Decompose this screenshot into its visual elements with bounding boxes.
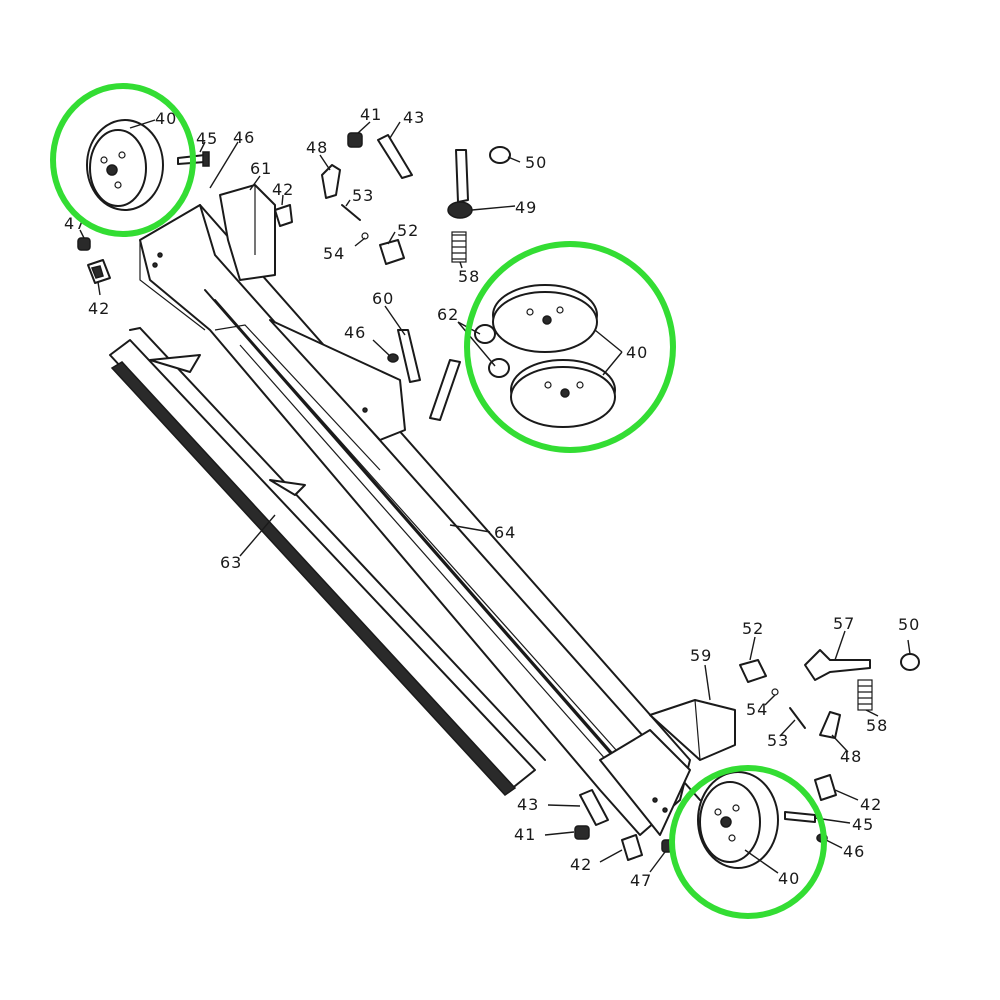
bushing-50-bottom — [900, 653, 920, 671]
callout-42-bottom-left: 42 — [570, 855, 592, 874]
callout-60: 60 — [372, 289, 394, 308]
callout-64: 64 — [494, 523, 516, 542]
callout-47-bottom: 47 — [630, 871, 652, 890]
callout-43-top: 43 — [403, 108, 425, 127]
callout-46-bottom: 46 — [843, 842, 865, 861]
highlight-circles — [50, 83, 827, 919]
callout-63: 63 — [220, 553, 242, 572]
callout-50-top: 50 — [525, 153, 547, 172]
callout-53-top: 53 — [352, 186, 374, 205]
callout-45-bottom: 45 — [852, 815, 874, 834]
nut-41-top — [347, 132, 363, 148]
housing-59 — [649, 699, 736, 761]
bracket-61 — [219, 184, 276, 281]
callout-labels: 40 45 46 47 42 61 42 41 43 48 53 54 52 5… — [64, 105, 920, 890]
nut-47-top — [77, 237, 91, 251]
spring-58-bottom — [857, 679, 873, 711]
pulley-40-middle-upper — [492, 284, 598, 353]
block-42-bottom-right — [814, 774, 837, 801]
callout-49: 49 — [515, 198, 537, 217]
callout-54-bottom: 54 — [746, 700, 768, 719]
callout-45-top: 45 — [196, 129, 218, 148]
main-rail-64 — [139, 204, 701, 836]
highlight-circle-middle-pulleys — [464, 241, 676, 453]
pulley-40-middle-lower — [510, 359, 616, 428]
block-42-bottom-left — [621, 834, 643, 861]
pin-60 — [397, 329, 461, 421]
callout-43-bottom: 43 — [517, 795, 539, 814]
bushing-50-top — [489, 146, 511, 164]
callout-54-top: 54 — [323, 244, 345, 263]
callout-58-top: 58 — [458, 267, 480, 286]
arm-49 — [447, 149, 473, 219]
plate-43-top — [377, 134, 413, 179]
screw-53-top — [341, 204, 361, 221]
nut-41-bottom — [574, 825, 590, 840]
callout-40-middle: 40 — [626, 343, 648, 362]
block-52-bottom — [739, 659, 767, 683]
callout-48-bottom: 48 — [840, 747, 862, 766]
block-42-left — [87, 259, 111, 284]
callout-42-top-right: 42 — [272, 180, 294, 199]
callout-53-bottom: 53 — [767, 731, 789, 750]
screw-53-bottom — [789, 707, 806, 729]
lever-48-bottom — [819, 711, 841, 739]
callout-41-top: 41 — [360, 105, 382, 124]
callout-42-bottom-right: 42 — [860, 795, 882, 814]
shaft-45-bottom — [784, 811, 816, 823]
highlight-circle-top-left-pulley — [50, 83, 196, 237]
block-52-top — [379, 239, 405, 265]
spacer-62 — [474, 324, 510, 378]
lever-48-top — [321, 164, 341, 199]
callout-57: 57 — [833, 614, 855, 633]
callout-59: 59 — [690, 646, 712, 665]
callout-48-top: 48 — [306, 138, 328, 157]
pin-46-middle — [387, 353, 399, 363]
callout-40-bottom-right: 40 — [778, 869, 800, 888]
callout-58-bottom: 58 — [866, 716, 888, 735]
callout-40-top-left: 40 — [155, 109, 177, 128]
guide-rail-63 — [109, 326, 546, 796]
callout-46-middle: 46 — [344, 323, 366, 342]
plate-43-bottom — [579, 789, 609, 826]
bracket-57 — [804, 649, 871, 681]
spring-washer-54-bottom — [771, 688, 779, 696]
callout-61: 61 — [250, 159, 272, 178]
callout-52-top: 52 — [397, 221, 419, 240]
callout-52-bottom: 52 — [742, 619, 764, 638]
leader-lines — [79, 119, 911, 874]
callout-50-bottom: 50 — [898, 615, 920, 634]
callout-46-top: 46 — [233, 128, 255, 147]
highlight-circle-bottom-right-pulley — [669, 765, 827, 919]
pulley-40-top-left — [86, 119, 164, 211]
spring-washer-54-top — [361, 232, 369, 240]
callout-42-left: 42 — [88, 299, 110, 318]
spring-58-top — [451, 231, 467, 263]
callout-62: 62 — [437, 305, 459, 324]
block-42-top-right — [274, 204, 293, 227]
pulley-40-bottom-right — [697, 771, 779, 869]
callout-41-bottom: 41 — [514, 825, 536, 844]
